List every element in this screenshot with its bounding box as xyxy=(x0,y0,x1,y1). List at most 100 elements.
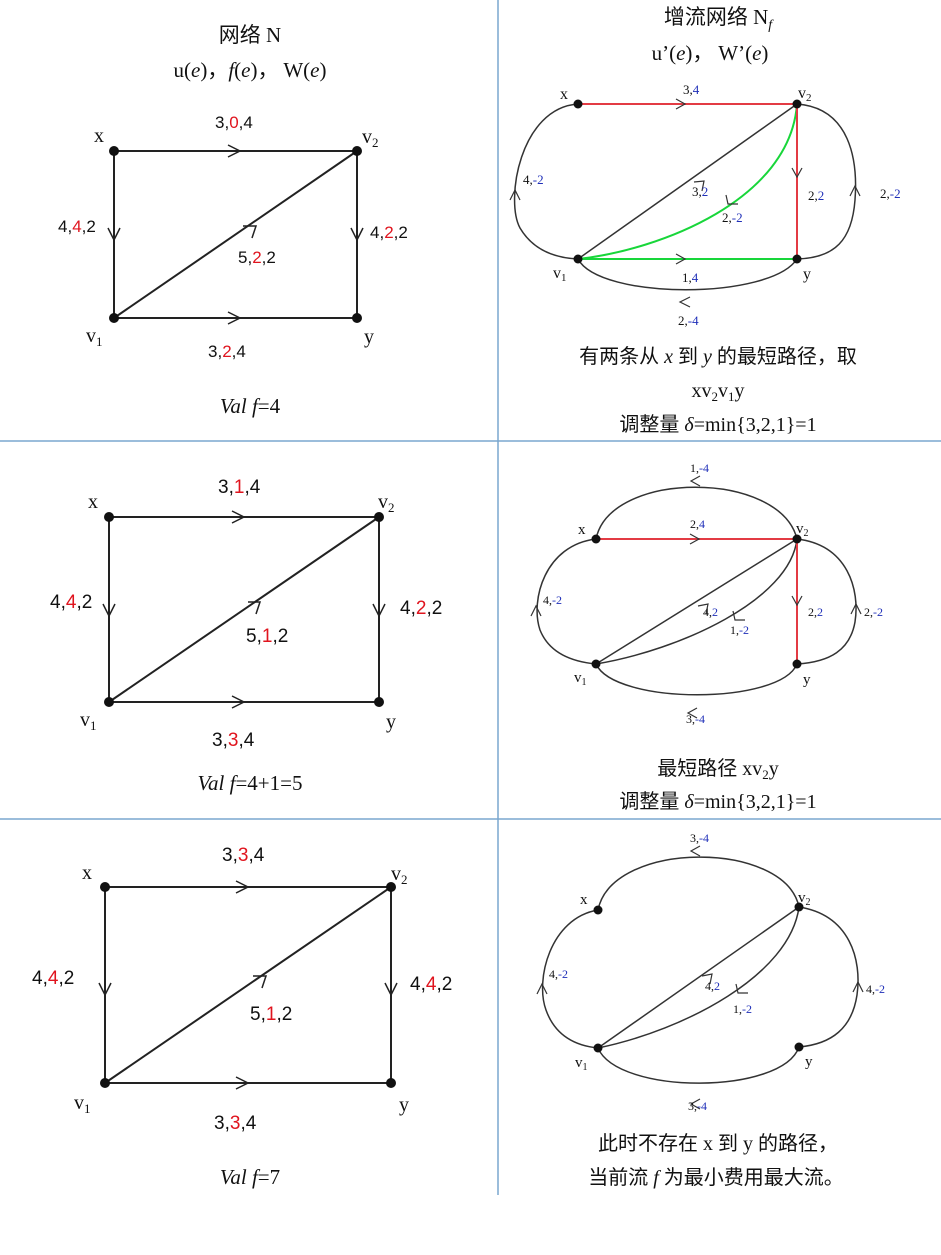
node-label-y: y xyxy=(399,1094,409,1116)
label-x-v2: 3,0,4 xyxy=(215,113,253,132)
edge-v1-v2 xyxy=(113,150,358,319)
node-label-x: x xyxy=(578,522,586,538)
node-label-v1: v1 xyxy=(74,1092,91,1116)
node-label-y: y xyxy=(803,672,811,688)
caption-line-3: 调整量 δ=min{3,2,1}=1 xyxy=(619,413,816,436)
edge-v2-v1 xyxy=(597,906,800,1049)
node-x xyxy=(104,512,114,522)
node-label-y: y xyxy=(386,711,396,733)
label-y-v2: 2,-2 xyxy=(880,186,901,201)
label-v2-v1: 2,-2 xyxy=(722,210,743,225)
edge-y-v1 xyxy=(577,258,798,291)
node-label-v1: v1 xyxy=(553,265,567,284)
flow-value: Val f=4 xyxy=(220,394,281,418)
caption-line-2: 调整量 δ=min{3,2,1}=1 xyxy=(619,790,816,813)
caption-line-2: xv2v1y xyxy=(692,380,745,404)
label-v1-v2: 5,1,2 xyxy=(246,626,288,647)
edge-y-v2 xyxy=(798,906,859,1048)
row3-residual-network: x v2 v1 y 3,-4 4,-2 4,2 1,-2 4,-2 3,-4 此… xyxy=(536,831,885,1189)
caption-line-1: 最短路径 xv2y xyxy=(657,757,779,782)
label-v1-v2: 4,2 xyxy=(703,605,718,619)
label-x-v1: 4,-2 xyxy=(523,172,544,187)
label-x-v2: 2,4 xyxy=(690,517,705,531)
label-x-v2: 3,4 xyxy=(683,82,700,97)
edge-x-v1 xyxy=(541,909,599,1049)
node-v2 xyxy=(792,534,802,544)
caption-line-2: 当前流 f 为最小费用最大流。 xyxy=(588,1166,844,1189)
edge-v1-v2 xyxy=(108,516,380,703)
node-label-y: y xyxy=(805,1054,813,1070)
node-v2 xyxy=(352,146,362,156)
node-v2 xyxy=(792,99,802,109)
edge-v1-v2 xyxy=(597,906,800,1049)
edge-y-v1 xyxy=(595,663,798,696)
node-label-x: x xyxy=(94,125,104,147)
label-v2-x: 3,-4 xyxy=(690,831,709,845)
node-label-x: x xyxy=(560,86,568,103)
node-y xyxy=(792,254,802,264)
node-label-v2: v2 xyxy=(378,491,395,515)
label-x-v2: 3,1,4 xyxy=(218,477,261,498)
edge-x-v1 xyxy=(513,103,579,260)
label-v2-v1: 1,-2 xyxy=(730,623,749,637)
node-label-v2: v2 xyxy=(391,863,408,887)
right-header-subtitle: u’(e)， W’(e) xyxy=(652,41,769,65)
node-label-v2: v2 xyxy=(796,521,809,539)
node-label-x: x xyxy=(82,862,92,884)
label-x-v1: 4,4,2 xyxy=(50,592,92,613)
label-x-v1: 4,4,2 xyxy=(58,217,96,236)
row2-network: x v2 v1 y 3,1,4 4,4,2 5,1,2 4,2,2 3,3,4 … xyxy=(50,477,442,795)
row1-network: x v2 v1 y 3,0,4 4,4,2 5,2,2 4,2,2 3,2,4 … xyxy=(58,113,408,418)
label-y-v1: 2,-4 xyxy=(678,313,699,328)
edge-v2-x xyxy=(595,486,798,540)
node-label-v2: v2 xyxy=(362,126,379,150)
node-label-v1: v1 xyxy=(86,325,103,349)
label-v1-v2: 4,2 xyxy=(705,979,720,993)
edge-v1-v2 xyxy=(595,538,798,665)
label-v1-y: 3,2,4 xyxy=(208,342,246,361)
label-y-v1: 3,-4 xyxy=(686,712,705,726)
node-v1 xyxy=(573,254,583,264)
edge-v2-x xyxy=(597,856,800,911)
row3-network: x v2 v1 y 3,3,4 4,4,2 5,1,2 4,4,2 3,3,4 … xyxy=(32,845,452,1189)
node-y xyxy=(794,1042,804,1052)
node-v1 xyxy=(109,313,119,323)
node-v2 xyxy=(386,882,396,892)
node-x xyxy=(591,534,601,544)
label-y-v1: 3,-4 xyxy=(688,1099,707,1113)
flow-value: Val f=4+1=5 xyxy=(198,771,303,795)
label-v1-v2: 3,2 xyxy=(692,184,708,199)
left-header-title: 网络 N xyxy=(219,23,281,47)
label-v1-v2: 5,2,2 xyxy=(238,248,276,267)
node-label-v1: v1 xyxy=(574,670,587,688)
node-x xyxy=(100,882,110,892)
caption-line-1: 此时不存在 x 到 y 的路径， xyxy=(598,1132,838,1155)
node-v1 xyxy=(593,1043,603,1053)
edge-y-v2 xyxy=(796,103,857,260)
node-label-x: x xyxy=(88,491,98,513)
node-label-v1: v1 xyxy=(80,709,97,733)
node-y xyxy=(792,659,802,669)
label-x-v1: 4,-2 xyxy=(549,967,568,981)
label-v1-v2: 5,1,2 xyxy=(250,1004,292,1025)
node-label-x: x xyxy=(580,892,588,908)
label-v1-y: 3,3,4 xyxy=(212,730,255,751)
node-label-v1: v1 xyxy=(575,1055,588,1073)
node-y xyxy=(352,313,362,323)
edge-v2-v1 xyxy=(595,538,798,665)
node-v1 xyxy=(104,697,114,707)
node-y xyxy=(374,697,384,707)
label-x-v2: 3,3,4 xyxy=(222,845,265,866)
label-v2-y: 4,2,2 xyxy=(370,223,408,242)
node-y xyxy=(386,1078,396,1088)
edge-y-v2 xyxy=(796,538,857,665)
node-label-v2: v2 xyxy=(798,85,812,104)
node-x xyxy=(109,146,119,156)
right-header-title: 增流网络 Nf xyxy=(664,5,774,33)
label-v2-y: 4,2,2 xyxy=(400,598,442,619)
edge-y-v1 xyxy=(597,1046,800,1084)
left-header-subtitle: u(e)，f(e)， W(e) xyxy=(173,58,326,82)
edge-v2-v1 xyxy=(577,103,798,260)
